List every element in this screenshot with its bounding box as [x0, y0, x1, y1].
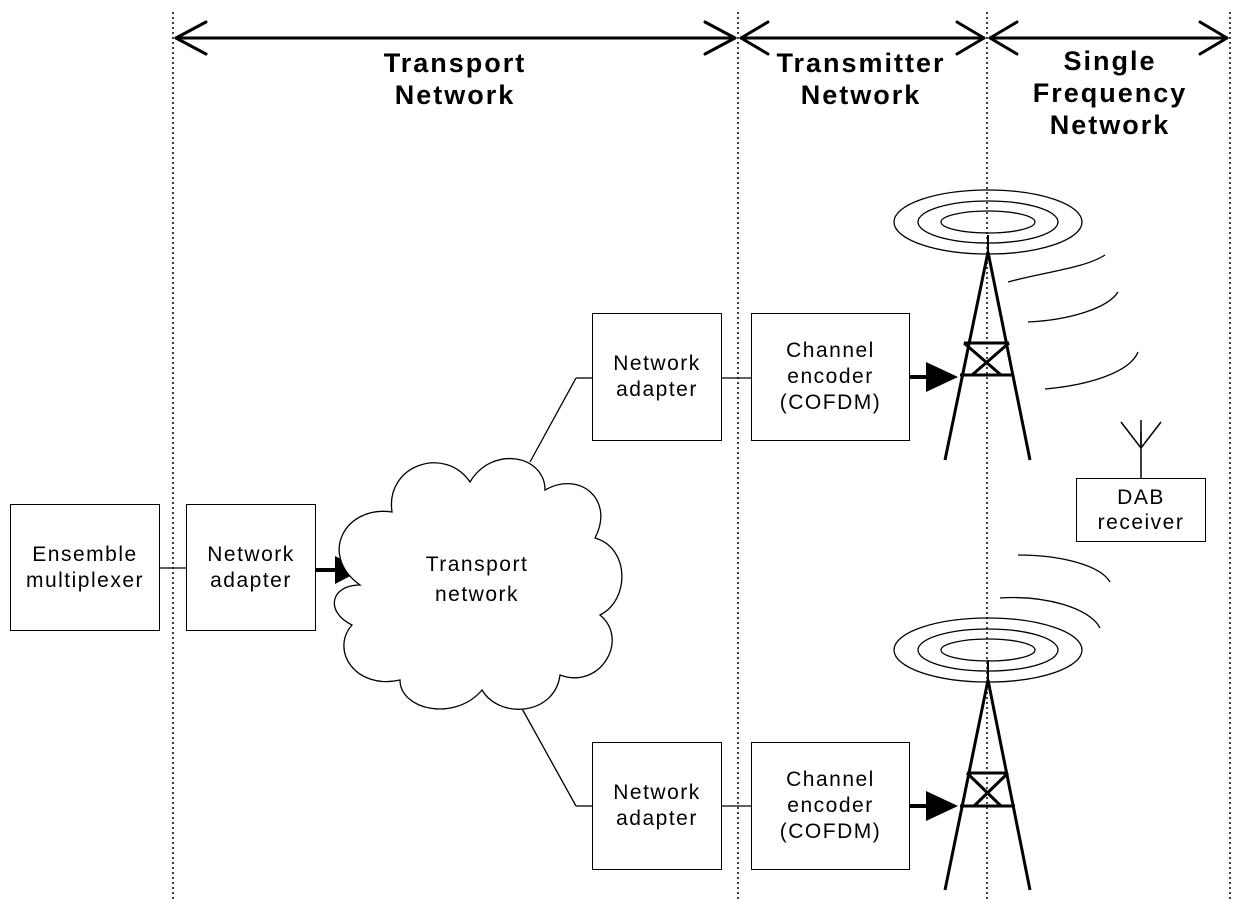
section-title-line: Transport [383, 48, 527, 78]
box-label-line: encoder [787, 794, 874, 817]
box-label-line: DAB [1117, 486, 1165, 509]
transport-network-cloud [333, 457, 623, 710]
radio-wave-arcs [999, 254, 1139, 629]
bottom-encoder-to-tower-arrow [910, 791, 958, 821]
box-label-line: (COFDM) [779, 391, 882, 414]
ensemble-multiplexer-box: Ensemble multiplexer [10, 504, 160, 631]
cloud-to-bottom-adapter-line [519, 704, 577, 807]
network-adapter-bottom-box: Network adapter [592, 742, 722, 870]
wave-arc-3 [1044, 351, 1139, 390]
wave-arc-4 [1017, 554, 1111, 583]
box-label-line: multiplexer [25, 568, 145, 592]
section-title-transport: Transport Network [355, 47, 555, 111]
tower-top-broadcast-rings [893, 189, 1083, 255]
box-label-line: adapter [210, 568, 292, 592]
network-adapter-top-box: Network adapter [592, 313, 722, 441]
cloud-label-line: network [434, 583, 520, 606]
sfn-span-arrow [988, 20, 1229, 56]
top-encoder-to-tower-arrow [910, 362, 958, 392]
transport-network-cloud-label: Transport network [402, 550, 552, 610]
receiver-antenna-icon [1120, 420, 1162, 478]
transport-span-arrow [174, 20, 737, 56]
box-label-line: receiver [1097, 511, 1185, 534]
tower-bottom-icon [943, 660, 1032, 891]
box-label-line: Ensemble [32, 542, 138, 566]
section-title-line: Single [1063, 46, 1157, 76]
box-label-line: Channel [786, 339, 875, 362]
cloud-to-top-adapter-line [529, 377, 577, 463]
section-title-line: Network [1049, 110, 1171, 140]
box-label-line: encoder [787, 365, 874, 388]
section-dividers [172, 12, 1231, 902]
network-adapter-source-box: Network adapter [186, 504, 316, 631]
box-label-line: Network [207, 542, 295, 566]
channel-encoder-top-box: Channel encoder (COFDM) [751, 313, 910, 441]
wave-arc-1 [1007, 254, 1106, 283]
span-arrows [174, 20, 1229, 56]
section-title-sfn: Single Frequency Network [1012, 45, 1208, 141]
section-title-transmitter: Transmitter Network [757, 47, 965, 111]
tower-top-icon [943, 235, 1032, 461]
box-label-line: Network [613, 352, 701, 375]
wave-arc-2 [1027, 291, 1119, 323]
section-title-line: Transmitter [776, 48, 946, 78]
box-label-line: Network [613, 781, 701, 804]
dab-receiver-box: DAB receiver [1076, 478, 1206, 542]
tower-bottom-broadcast-rings [893, 617, 1083, 683]
wave-arc-5 [999, 596, 1101, 629]
transmitter-span-arrow [739, 20, 986, 56]
cloud-label-line: Transport [425, 553, 529, 576]
section-title-line: Network [394, 80, 516, 110]
section-title-line: Network [800, 80, 922, 110]
box-label-line: Channel [786, 768, 875, 791]
connection-lines [160, 377, 751, 807]
box-label-line: adapter [616, 807, 698, 830]
channel-encoder-bottom-box: Channel encoder (COFDM) [751, 742, 910, 870]
box-label-line: (COFDM) [779, 820, 882, 843]
box-label-line: adapter [616, 378, 698, 401]
section-title-line: Frequency [1032, 78, 1188, 108]
